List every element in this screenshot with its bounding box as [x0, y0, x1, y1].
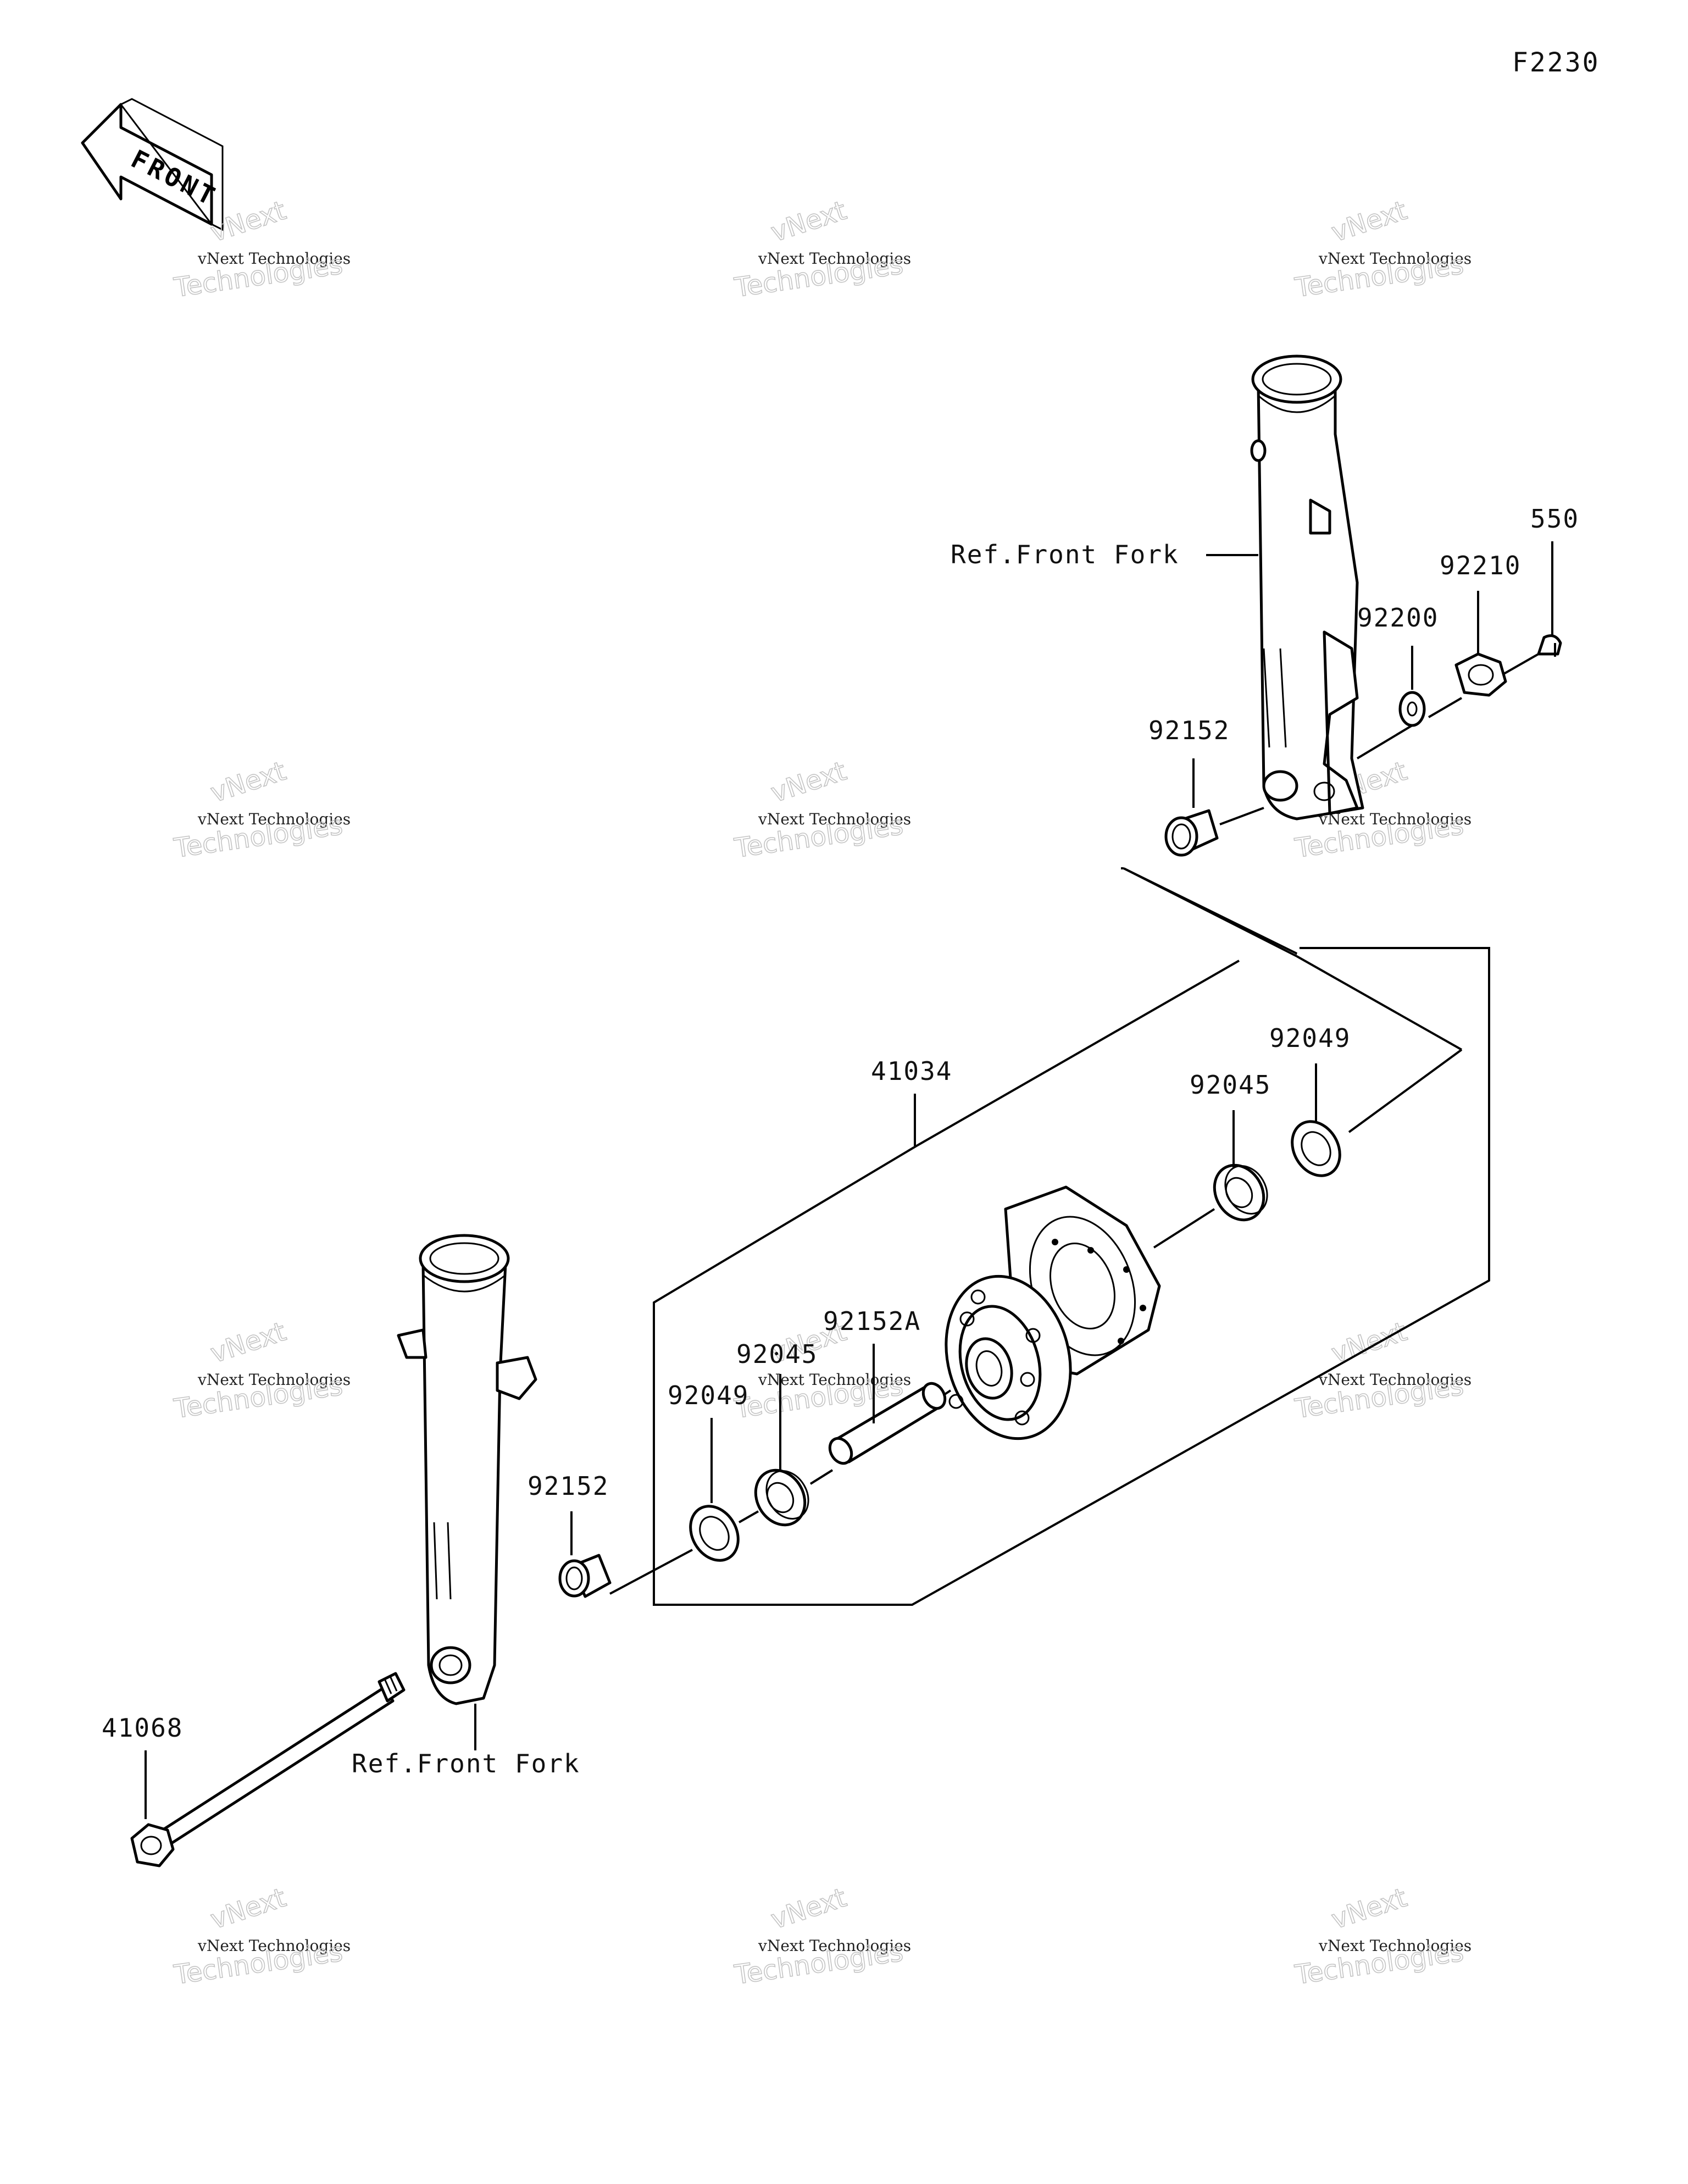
- seal-left: [689, 1505, 740, 1562]
- label-ref-front-fork-upper: Ref.Front Fork: [951, 540, 1179, 569]
- label-bearing-left: 92045: [736, 1339, 818, 1369]
- svg-text:vNext: vNext: [767, 195, 850, 248]
- svg-text:vNext: vNext: [207, 756, 290, 809]
- front-fork-upper: [1250, 354, 1364, 821]
- label-ref-front-fork-lower: Ref.Front Fork: [352, 1749, 580, 1778]
- label-seal-left: 92049: [668, 1381, 749, 1410]
- svg-text:vNext: vNext: [767, 756, 850, 809]
- svg-text:vNext: vNext: [1328, 1882, 1411, 1936]
- nut: [1454, 652, 1507, 697]
- seal-right: [1291, 1120, 1341, 1177]
- hub-assembly-bracket: [653, 867, 1490, 1606]
- label-collar-lower: 92152: [528, 1471, 609, 1501]
- svg-text:vNext Technologies: vNext Technologies: [197, 1937, 351, 1955]
- svg-text:vNext: vNext: [767, 1882, 850, 1936]
- wheel-hub: [945, 1185, 1161, 1440]
- svg-text:vNext Technologies: vNext Technologies: [197, 1371, 351, 1389]
- svg-text:vNext: vNext: [1328, 195, 1411, 248]
- svg-text:vNext Technologies: vNext Technologies: [758, 1371, 911, 1389]
- label-collar-upper: 92152: [1148, 716, 1230, 745]
- washer: [1398, 691, 1426, 727]
- collar-inner: [828, 1382, 947, 1465]
- front-arrow-icon: FRONT: [81, 98, 224, 231]
- svg-text:vNext Technologies: vNext Technologies: [1318, 1937, 1472, 1955]
- label-washer: 92200: [1357, 603, 1439, 633]
- svg-text:vNext Technologies: vNext Technologies: [1318, 810, 1472, 828]
- svg-text:vNext Technologies: vNext Technologies: [197, 810, 351, 828]
- axle: [130, 1672, 406, 1867]
- label-seal-right: 92049: [1269, 1023, 1351, 1053]
- front-fork-lower: [397, 1234, 537, 1705]
- svg-text:vNext: vNext: [207, 1316, 290, 1370]
- cotter-pin: [1537, 634, 1562, 657]
- bearing-left: [754, 1468, 809, 1527]
- collar-upper: [1164, 809, 1219, 857]
- svg-text:vNext: vNext: [1328, 1316, 1411, 1370]
- label-cotter-pin: 550: [1530, 504, 1579, 534]
- label-axle: 41068: [102, 1713, 183, 1743]
- svg-text:vNext Technologies: vNext Technologies: [758, 250, 911, 268]
- label-hub-assembly: 41034: [871, 1056, 952, 1086]
- svg-text:vNext: vNext: [207, 1882, 290, 1936]
- watermark-line1: vNext: [207, 195, 290, 248]
- svg-text:vNext Technologies: vNext Technologies: [1318, 1371, 1472, 1389]
- bearing-right: [1213, 1163, 1268, 1222]
- label-bearing-right: 92045: [1190, 1070, 1271, 1100]
- figure-code: F2230: [1512, 47, 1600, 78]
- svg-text:vNext Technologies: vNext Technologies: [1318, 250, 1472, 268]
- label-nut: 92210: [1440, 551, 1521, 580]
- collar-lower: [558, 1554, 612, 1598]
- svg-text:vNext Technologies: vNext Technologies: [758, 810, 911, 828]
- label-collar-inner: 92152A: [823, 1306, 921, 1336]
- svg-text:vNext Technologies: vNext Technologies: [758, 1937, 911, 1955]
- watermark-company: vNext Technologies: [197, 250, 351, 268]
